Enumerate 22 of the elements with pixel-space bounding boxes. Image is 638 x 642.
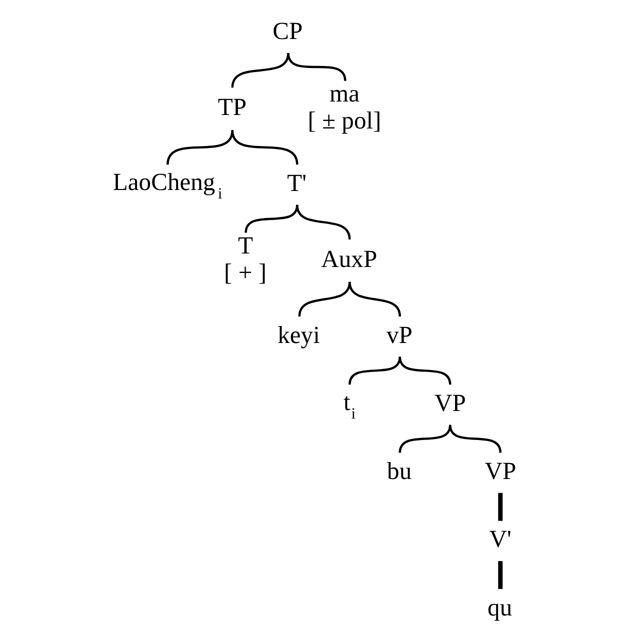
node-text: T' xyxy=(286,170,306,198)
connector xyxy=(166,130,233,165)
connector xyxy=(348,282,400,317)
node-text: bu xyxy=(386,458,412,486)
node-text: vP xyxy=(386,322,412,349)
node-text: ma [ ± pol] xyxy=(307,80,381,134)
node-text: LaoCheng$_{i}$ xyxy=(112,168,222,202)
connector xyxy=(230,130,298,165)
node-text: t$_{i}$ xyxy=(343,388,356,422)
node-text: VP xyxy=(484,458,516,486)
node-text: VP xyxy=(434,390,466,417)
node-text: T [ + ] xyxy=(224,232,266,286)
connector xyxy=(296,204,350,240)
connector xyxy=(498,492,502,521)
connector xyxy=(230,52,289,88)
node-text: CP xyxy=(272,18,302,46)
node-text: keyi xyxy=(277,322,320,349)
node-text: V' xyxy=(488,526,511,554)
node-text: qu xyxy=(487,594,512,622)
node-text: AuxP xyxy=(320,246,377,273)
connector xyxy=(498,561,502,589)
node-text: TP xyxy=(217,94,246,122)
